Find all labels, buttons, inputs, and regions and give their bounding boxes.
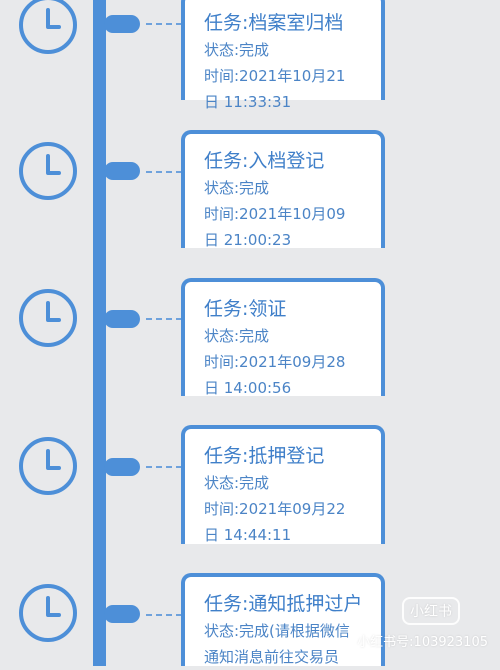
task-title: 任务:入档登记 <box>204 150 325 172</box>
task-title: 任务:领证 <box>204 298 287 320</box>
task-time: 时间:2021年10月09 <box>204 205 346 223</box>
clock-icon <box>19 437 77 495</box>
task-title: 任务:通知抵押过户 <box>204 593 363 615</box>
timeline-node <box>104 310 140 328</box>
connector-dash <box>146 23 182 25</box>
clock-icon <box>19 289 77 347</box>
task-status: 状态:完成(请根据微信 <box>204 622 350 640</box>
task-card[interactable]: 任务:抵押登记 状态:完成 时间:2021年09月22 日 14:44:11 <box>181 425 385 544</box>
connector-dash <box>146 171 182 173</box>
task-time: 通知消息前往交易员 <box>204 648 340 666</box>
timeline-line <box>93 0 106 666</box>
task-card[interactable]: 任务:入档登记 状态:完成 时间:2021年10月09 日 21:00:23 <box>181 130 385 249</box>
task-time: 时间:2021年09月28 <box>204 353 346 371</box>
timeline-node <box>104 605 140 623</box>
task-time-cont: 日 14:44:11 <box>204 526 292 544</box>
connector-dash <box>146 614 182 616</box>
timeline-node <box>104 458 140 476</box>
task-status: 状态:完成 <box>204 41 270 59</box>
clock-icon <box>19 142 77 200</box>
task-status: 状态:完成 <box>204 327 270 345</box>
timeline-node <box>104 162 140 180</box>
task-status: 状态:完成 <box>204 474 270 492</box>
watermark-account: 小红书号:103923105 <box>357 635 488 650</box>
task-time-cont: 日 14:00:56 <box>204 379 292 397</box>
clock-icon <box>19 0 77 54</box>
task-time-cont: 日 21:00:23 <box>204 231 292 249</box>
timeline-node <box>104 15 140 33</box>
clock-icon <box>19 584 77 642</box>
task-card[interactable]: 任务:通知抵押过户 状态:完成(请根据微信 通知消息前往交易员 <box>181 573 385 666</box>
task-time: 时间:2021年09月22 <box>204 500 346 518</box>
task-card[interactable]: 任务:档案室归档 状态:完成 时间:2021年10月21 日 11:33:31 <box>181 0 385 111</box>
task-time: 时间:2021年10月21 <box>204 67 346 85</box>
task-card[interactable]: 任务:领证 状态:完成 时间:2021年09月28 日 14:00:56 <box>181 278 385 397</box>
task-status: 状态:完成 <box>204 179 270 197</box>
watermark-logo: 小红书 <box>402 597 460 625</box>
connector-dash <box>146 466 182 468</box>
watermark: 小红书 小红书号:103923105 <box>357 597 488 650</box>
connector-dash <box>146 318 182 320</box>
task-title: 任务:档案室归档 <box>204 12 344 34</box>
task-title: 任务:抵押登记 <box>204 445 325 467</box>
task-time-cont: 日 11:33:31 <box>204 93 292 111</box>
